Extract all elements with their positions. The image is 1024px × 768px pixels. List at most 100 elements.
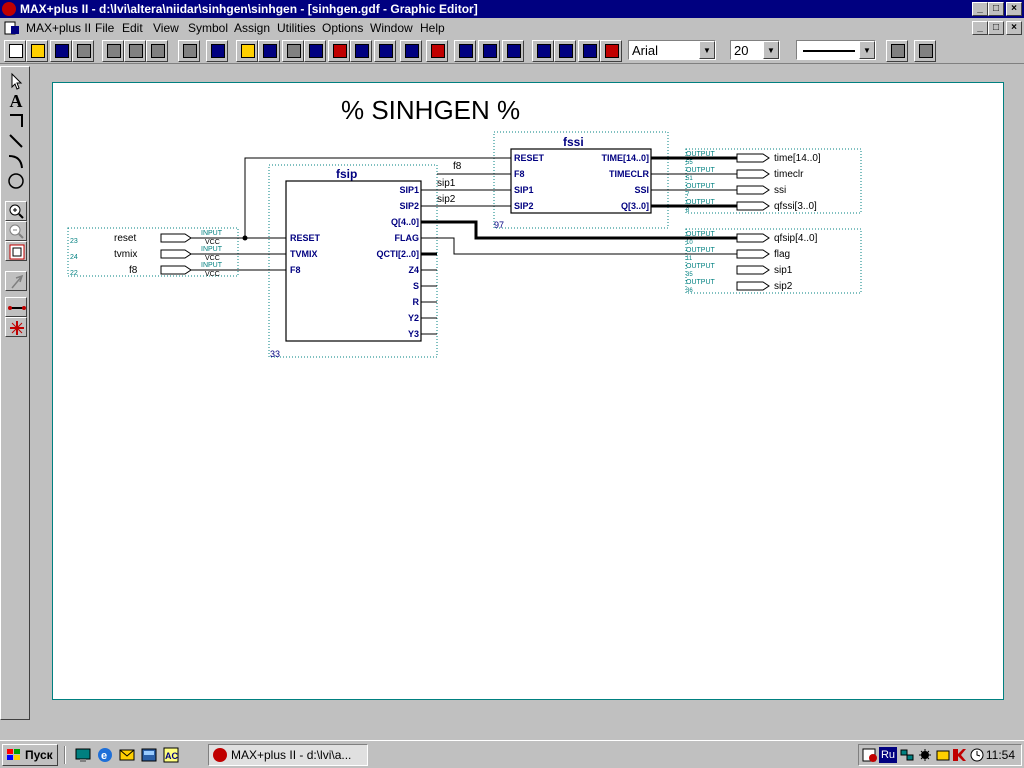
- language-indicator[interactable]: Ru: [879, 747, 897, 763]
- minimize-button[interactable]: _: [972, 2, 988, 16]
- view-c-icon[interactable]: [578, 40, 600, 62]
- pin-vcc: VCC: [205, 271, 220, 278]
- schematic-canvas[interactable]: % SINHGEN % fsip 33 RESET TVMIX F8 SIP1 …: [52, 82, 1004, 700]
- menu-edit[interactable]: Edit: [122, 21, 143, 35]
- align-icon-glyph: [605, 44, 619, 58]
- fssi-port-q: Q[3..0]: [621, 201, 649, 211]
- ie-icon[interactable]: e: [96, 746, 114, 764]
- pin-name: tvmix: [114, 249, 137, 260]
- app-icon[interactable]: [2, 2, 16, 16]
- floorplan-icon-glyph: [287, 44, 301, 58]
- maximize-button[interactable]: □: [988, 2, 1004, 16]
- compiler-icon[interactable]: [304, 40, 326, 62]
- open-icon[interactable]: [26, 40, 48, 62]
- align-icon[interactable]: [600, 40, 622, 62]
- new-icon[interactable]: [4, 40, 26, 62]
- doc-minimize-button[interactable]: _: [972, 21, 988, 35]
- paste-icon[interactable]: [146, 40, 168, 62]
- timing-icon[interactable]: [350, 40, 372, 62]
- doc-maximize-button[interactable]: □: [988, 21, 1004, 35]
- copy-icon[interactable]: [124, 40, 146, 62]
- fsip-block[interactable]: fsip 33 RESET TVMIX F8 SIP1 SIP2 Q[4..0]…: [269, 167, 437, 359]
- help-pointer-icon[interactable]: [206, 40, 228, 62]
- font-size-select[interactable]: 20 ▼: [730, 40, 780, 60]
- flip-v-icon[interactable]: [914, 40, 936, 62]
- chevron-down-icon[interactable]: ▼: [859, 41, 875, 59]
- menu-symbol[interactable]: Symbol: [188, 21, 229, 35]
- save-simulate-icon[interactable]: [478, 40, 500, 62]
- line-tool[interactable]: [5, 131, 27, 151]
- programmer-icon[interactable]: [374, 40, 396, 62]
- clock-icon[interactable]: [969, 747, 985, 763]
- rubberband-tool[interactable]: [5, 271, 27, 291]
- app-shortcut-icon[interactable]: AC: [162, 746, 180, 764]
- view-b-icon[interactable]: [554, 40, 576, 62]
- arc-tool[interactable]: [5, 151, 27, 171]
- fsip-number: 33: [270, 349, 280, 359]
- pin-type: INPUT: [201, 262, 223, 269]
- channels-icon[interactable]: [140, 746, 158, 764]
- taskbar-clock[interactable]: 11:54: [985, 748, 1015, 762]
- zoom-out-tool[interactable]: [5, 221, 27, 241]
- system-tray: Ru 11:54: [858, 744, 1022, 766]
- menu-app[interactable]: MAX+plus II: [26, 21, 92, 35]
- menu-help[interactable]: Help: [420, 21, 445, 35]
- menu-file[interactable]: File: [95, 21, 115, 35]
- menu-window[interactable]: Window: [370, 21, 413, 35]
- virus-scanner-icon[interactable]: [917, 747, 933, 763]
- close-button[interactable]: ×: [1006, 2, 1022, 16]
- flip-h-icon[interactable]: [886, 40, 908, 62]
- floorplan-icon[interactable]: [282, 40, 304, 62]
- title-bar[interactable]: MAX+plus II - d:\lvi\altera\niidar\sinhg…: [0, 0, 1024, 18]
- input-pins[interactable]: 23 reset INPUT VCC 24 tvmix INPUT VCC 22…: [70, 230, 223, 278]
- circle-tool[interactable]: [5, 171, 27, 191]
- chevron-down-icon[interactable]: ▼: [763, 41, 779, 59]
- open-project-icon[interactable]: [400, 40, 422, 62]
- windows-logo-icon: [7, 749, 20, 760]
- doc-close-button[interactable]: ×: [1006, 21, 1022, 35]
- hierarchy-up-icon[interactable]: [236, 40, 258, 62]
- menu-view[interactable]: View: [153, 21, 179, 35]
- select-tool[interactable]: [5, 71, 27, 91]
- save-compile-icon[interactable]: [454, 40, 476, 62]
- outlook-icon[interactable]: [118, 746, 136, 764]
- menu-options[interactable]: Options: [322, 21, 364, 35]
- pin-number: 22: [70, 270, 78, 277]
- pin-vcc: VCC: [205, 255, 220, 262]
- node-tool[interactable]: [5, 317, 27, 337]
- cut-icon[interactable]: [102, 40, 124, 62]
- pin-number: 23: [70, 238, 78, 245]
- print-icon[interactable]: [72, 40, 94, 62]
- zoom-in-tool[interactable]: [5, 201, 27, 221]
- chevron-down-icon[interactable]: ▼: [699, 41, 715, 59]
- scheduler-icon[interactable]: [935, 747, 951, 763]
- hierarchy-display-icon[interactable]: [258, 40, 280, 62]
- fit-window-tool[interactable]: [5, 241, 27, 261]
- undo-icon[interactable]: [178, 40, 200, 62]
- save-check-icon[interactable]: [426, 40, 448, 62]
- menu-utilities[interactable]: Utilities: [277, 21, 316, 35]
- connect-tool[interactable]: [5, 297, 27, 317]
- menu-assign[interactable]: Assign: [234, 21, 271, 35]
- desktop-icon[interactable]: [74, 746, 92, 764]
- taskbar-maxplus-button[interactable]: MAX+plus II - d:\lvi\a...: [208, 744, 368, 766]
- save-icon[interactable]: [50, 40, 72, 62]
- simulator-icon[interactable]: [328, 40, 350, 62]
- document-icon[interactable]: [4, 21, 20, 35]
- fsip-port-y3: Y3: [408, 329, 419, 339]
- text-tool[interactable]: A: [9, 91, 23, 111]
- start-button[interactable]: Пуск: [2, 744, 58, 766]
- view-a-icon[interactable]: [502, 40, 524, 62]
- orthogonal-line-tool[interactable]: [5, 111, 27, 131]
- kaspersky-icon[interactable]: [951, 747, 967, 763]
- task-label: MAX+plus II - d:\lvi\a...: [231, 748, 352, 762]
- fssi-port-time: TIME[14..0]: [601, 153, 649, 163]
- fssi-block[interactable]: fssi 97 RESET F8 SIP1 SIP2 TIME[14..0] T…: [494, 135, 652, 230]
- view-ab-icon[interactable]: [532, 40, 554, 62]
- line-style-select[interactable]: ▼: [796, 40, 876, 60]
- tray-app-icon[interactable]: [862, 747, 878, 763]
- network-icon[interactable]: [899, 747, 915, 763]
- font-select[interactable]: Arial ▼: [628, 40, 716, 60]
